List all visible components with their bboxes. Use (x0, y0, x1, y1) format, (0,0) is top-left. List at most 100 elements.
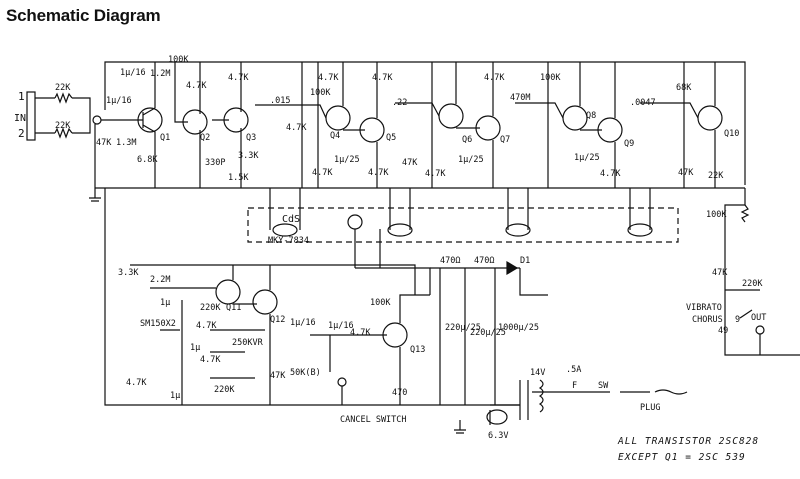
transistor-q10 (697, 105, 723, 131)
label-r-22m: 2.2M (150, 275, 170, 285)
cds-cell-3 (505, 223, 531, 237)
label-c-1u-c: 1μ (170, 391, 180, 401)
label-r-in2: 22K (55, 121, 71, 131)
note-line-1: ALL TRANSISTOR 2SC828 (618, 436, 760, 447)
lamp (347, 214, 363, 230)
label-c-1u16-d: 1μ/16 (328, 321, 354, 331)
transistor-q6 (438, 103, 464, 129)
label-c-1u-a: 1μ (160, 298, 170, 308)
transistor-q8 (562, 105, 588, 131)
label-r-68k-b: 68K (676, 83, 692, 93)
label-vibrato: VIBRATO (686, 303, 722, 313)
label-r-100k-a: 100K (168, 55, 189, 65)
label-r-100k-d: 100K (706, 210, 727, 220)
transformer (538, 379, 544, 413)
label-c-220u-b: 220μ/25 (470, 328, 506, 338)
label-q13: Q13 (410, 345, 425, 355)
label-r-15k: 1.5K (228, 173, 249, 183)
label-r-47k-m: 47K (678, 168, 694, 178)
label-r-47k-d: 4.7K (286, 123, 307, 133)
label-out: OUT (751, 313, 766, 323)
label-q10: Q10 (724, 129, 739, 139)
label-q2: Q2 (200, 133, 210, 143)
label-q8: Q8 (586, 111, 596, 121)
label-cancel-switch: CANCEL SWITCH (340, 415, 407, 425)
label-r-470-b: 470Ω (474, 256, 494, 266)
label-q5: Q5 (386, 133, 396, 143)
label-c-1u25-a: 1μ/25 (334, 155, 360, 165)
label-c-220u-a: 220μ/25 (445, 323, 481, 333)
label-c-1u16-c: 1μ/16 (290, 318, 316, 328)
note-line-2: EXCEPT Q1 = 2SC 539 (618, 452, 746, 463)
cds-cell-4 (627, 223, 653, 237)
label-chorus: CHORUS (692, 315, 723, 325)
label-q9: Q9 (624, 139, 634, 149)
label-sw: SW (598, 381, 609, 391)
label-r-47k-j: 4.7K (425, 169, 446, 179)
label-r-47k-c: 4.7K (228, 73, 249, 83)
label-cds-part: MKY-7834 (268, 236, 309, 246)
label-q3: Q3 (246, 133, 256, 143)
label-r-470: 470 (392, 388, 407, 398)
label-c-1u25-b: 1μ/25 (458, 155, 484, 165)
page-title: Schematic Diagram (6, 6, 161, 25)
label-r-22k: 22K (708, 171, 724, 181)
diode-d1 (506, 260, 519, 276)
output-jack (755, 325, 765, 335)
label-c-0047: .0047 (630, 98, 656, 108)
label-r-47k-o: 4.7K (196, 321, 217, 331)
label-r-47k-n: 47K (712, 268, 728, 278)
label-r-33k-b: 3.3K (118, 268, 139, 278)
label-in: IN (14, 113, 26, 124)
label-c-015: .015 (270, 96, 290, 106)
resistor-in1 (54, 92, 73, 104)
label-in-1: 1 (18, 90, 25, 103)
label-r-100k-c: 100K (540, 73, 561, 83)
transistor-q11 (215, 279, 241, 305)
transistor-q12 (252, 289, 278, 315)
label-sw-49: 49 (718, 326, 728, 336)
label-r-47k-l: 4.7K (600, 169, 621, 179)
label-r-68k: 6.8K (137, 155, 158, 165)
label-c-1u16-b: 1μ/16 (120, 68, 146, 78)
label-r-220k-b: 220K (200, 303, 221, 313)
label-r-220k-a: 220K (742, 279, 763, 289)
label-r-470-a: 470Ω (440, 256, 460, 266)
cds-cell-2 (387, 223, 413, 237)
label-q6: Q6 (462, 135, 472, 145)
label-r-47k-r: 47K (270, 371, 286, 381)
label-c-330p: 330P (205, 158, 225, 168)
cds-cell-1 (272, 223, 298, 237)
label-fuse: .5A (566, 365, 581, 375)
label-c-1u-b: 1μ (190, 343, 200, 353)
label-q7: Q7 (500, 135, 510, 145)
label-c-470m: 470M (510, 93, 530, 103)
label-v-63: 6.3V (488, 431, 508, 441)
label-plug: PLUG (640, 403, 660, 413)
label-r-47k-a: 47K (96, 138, 112, 148)
label-r-47k-s: 4.7K (350, 328, 371, 338)
cds-box (247, 207, 679, 243)
label-r-50k: 50K(B) (290, 368, 321, 378)
plug-cord (654, 389, 688, 395)
label-q1: Q1 (160, 133, 170, 143)
label-r-47k-b: 4.7K (186, 81, 207, 91)
label-sw-9: 9 (735, 315, 740, 325)
input-node (92, 115, 102, 125)
label-c-1000u: 1000μ/25 (498, 323, 539, 333)
input-jack (26, 91, 36, 141)
label-r-13m: 1.3M (116, 138, 136, 148)
cancel-switch-jack (337, 377, 347, 387)
label-q4: Q4 (330, 131, 340, 141)
component-labels: 1 2 IN 22K 22K 1μ/16 47K 1.3M 6.8K 1μ/16… (14, 55, 766, 441)
label-r-100k-b: 100K (310, 88, 331, 98)
label-sm150x2: SM150X2 (140, 319, 176, 329)
label-r-47k-k: 4.7K (484, 73, 505, 83)
label-d1: D1 (520, 256, 530, 266)
label-r-47k-p: 4.7K (200, 355, 221, 365)
label-q11: Q11 (226, 303, 241, 313)
label-r-47k-e: 4.7K (318, 73, 339, 83)
label-r-47k-i: 4.7K (372, 73, 393, 83)
top-rail (104, 61, 746, 185)
